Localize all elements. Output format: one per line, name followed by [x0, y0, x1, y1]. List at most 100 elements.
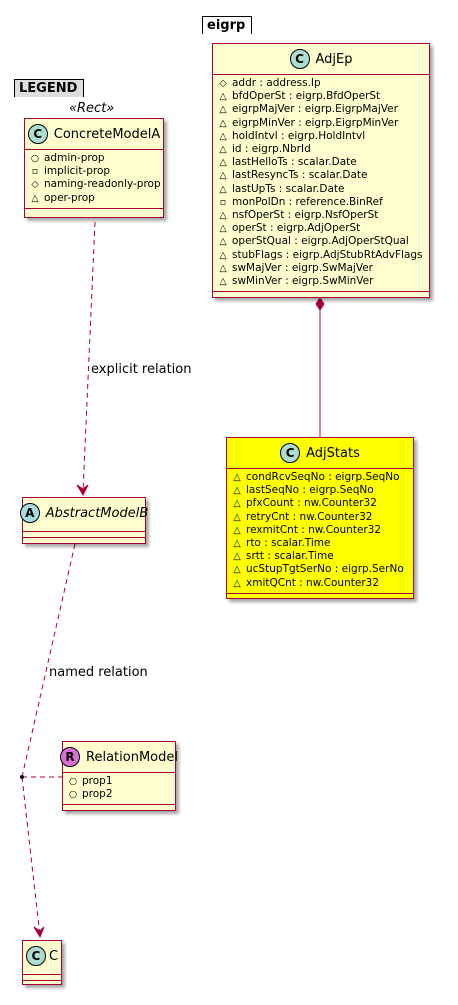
class-member: △rexmitCnt : nw.Counter32	[231, 524, 413, 537]
class-member: ▫ monPolDn : reference.BinRef	[217, 196, 429, 209]
visibility-icon: ▫	[219, 196, 227, 208]
visibility-icon: △	[233, 472, 241, 483]
visibility-icon: ○	[30, 153, 40, 164]
class-member: △ holdIntvl : eigrp.HoldIntvl	[217, 130, 429, 143]
visibility-icon: ○	[68, 776, 78, 787]
visibility-icon: △	[233, 498, 241, 510]
visibility-icon: △	[219, 223, 227, 235]
member-text: implicit-prop	[44, 165, 111, 178]
class-badge-icon: C	[280, 443, 301, 463]
member-text: pfxCount : nw.Counter32	[246, 497, 377, 510]
member-text: operStQual : eigrp.AdjOperStQual	[232, 235, 409, 248]
class-member: △ eigrpMajVer : eigrp.EigrpMajVer	[217, 103, 429, 116]
class-member: △ nsfOperSt : eigrp.NsfOperSt	[217, 209, 429, 222]
visibility-icon: △	[233, 538, 241, 550]
class-member: △lastHelloTs : scalar.Date	[217, 156, 429, 169]
class-members: ○ admin-prop▫implicit-prop◇naming-readonl…	[25, 150, 163, 208]
class-member: △ srtt : scalar.Time	[231, 550, 413, 563]
class-name: C	[48, 948, 59, 964]
class-members: △condRcvSeqNo : eigrp.SeqNo△lastSeqNo : …	[227, 469, 413, 593]
class-member: ○ prop1	[67, 775, 175, 788]
member-text: ucStupTgtSerNo : eigrp.SerNo	[246, 563, 404, 576]
visibility-icon: ○	[68, 789, 78, 801]
class-adjep[interactable]: C AdjEp ◇addr : address.Ip△bfdOperSt : e…	[212, 43, 430, 298]
visibility-icon: △	[219, 91, 227, 103]
member-text: naming-readonly-prop	[44, 178, 161, 191]
class-name: AdjEp	[315, 51, 353, 67]
class-member: ○ prop2	[67, 788, 175, 801]
abstract-badge-icon: A	[19, 503, 40, 523]
eigrp-package-tab: eigrp	[202, 16, 253, 34]
class-name: AbstractModelB	[45, 505, 149, 521]
visibility-icon: △	[233, 564, 241, 576]
member-text: nsfOperSt : eigrp.NsfOperSt	[232, 209, 379, 222]
member-text: monPolDn : reference.BinRef	[232, 195, 383, 208]
member-text: lastUpTs : scalar.Date	[232, 182, 345, 195]
class-relation-model[interactable]: R RelationModel ○ prop1 ○ prop2	[60, 741, 178, 811]
visibility-icon: △	[31, 192, 39, 204]
class-member: △ operSt : eigrp.AdjOperSt	[217, 222, 429, 235]
class-member: △ lastUpTs : scalar.Date	[217, 183, 429, 196]
member-text: lastResyncTs : scalar.Date	[232, 169, 368, 182]
class-member: △swMinVer : eigrp.SwMinVer	[217, 275, 429, 288]
member-text: addr : address.Ip	[232, 77, 321, 89]
class-badge-icon: C	[27, 124, 48, 144]
class-member: △ ucStupTgtSerNo : eigrp.SerNo	[231, 563, 413, 576]
class-c[interactable]: C C	[22, 940, 62, 985]
visibility-icon: △	[219, 130, 227, 142]
class-member: △ lastResyncTs : scalar.Date	[217, 169, 429, 182]
class-adjstats[interactable]: C AdjStats △condRcvSeqNo : eigrp.SeqNo△l…	[226, 437, 414, 599]
class-member: ◇naming-readonly-prop	[29, 178, 163, 191]
class-member: △oper-prop	[29, 192, 163, 205]
visibility-icon: △	[233, 511, 241, 523]
member-text: rto : scalar.Time	[246, 537, 331, 550]
class-member: △ operStQual : eigrp.AdjOperStQual	[217, 235, 429, 248]
member-text: srtt : scalar.Time	[246, 550, 334, 563]
class-concrete-model-a[interactable]: C ConcreteModelA ○admin-prop▫implicit-pr…	[24, 118, 164, 218]
visibility-icon: △	[219, 276, 227, 288]
visibility-icon: △	[233, 485, 241, 497]
class-abstract-model-b[interactable]: A AbstractModelB	[19, 497, 149, 544]
member-text: operSt : eigrp.AdjOperSt	[232, 222, 361, 235]
class-member: △condRcvSeqNo : eigrp.SeqNo	[231, 471, 413, 484]
class-member: △ id : eigrp.NbrId	[217, 143, 429, 156]
member-text: id : eigrp.NbrId	[232, 143, 311, 156]
visibility-icon: △	[219, 157, 227, 169]
named-relation-arrowhead	[33, 926, 45, 939]
class-member: △ lastSeqNo : eigrp.SeqNo	[231, 484, 413, 497]
explicit-relation-arrowhead	[76, 484, 89, 497]
class-member: △ pfxCount : nw.Counter32	[231, 497, 413, 510]
member-text: eigrpMajVer : eigrp.EigrpMajVer	[232, 103, 398, 116]
class-member: ○ admin-prop	[29, 152, 163, 165]
visibility-icon: △	[219, 183, 227, 195]
member-text: swMajVer : eigrp.SwMajVer	[232, 261, 373, 274]
named-relation-line-1	[21, 543, 76, 778]
class-member: △eigrpMinVer : eigrp.EigrpMinVer	[217, 117, 429, 130]
member-text: holdIntvl : eigrp.HoldIntvl	[232, 129, 366, 142]
class-members: ◇addr : address.Ip△bfdOperSt : eigrp.Bfd…	[213, 75, 429, 291]
class-name: RelationModel	[86, 749, 178, 765]
class-member: ▫implicit-prop	[29, 165, 163, 178]
member-text: admin-prop	[44, 152, 105, 164]
member-text: bfdOperSt : eigrp.BfdOperSt	[232, 90, 381, 103]
visibility-icon: △	[233, 551, 241, 563]
member-text: prop2	[82, 788, 113, 801]
visibility-icon: △	[219, 104, 227, 116]
member-text: xmitQCnt : nw.Counter32	[246, 576, 379, 589]
member-text: prop1	[82, 775, 113, 787]
member-text: lastSeqNo : eigrp.SeqNo	[246, 484, 374, 497]
visibility-icon: △	[233, 577, 241, 589]
relation-badge-icon: R	[60, 747, 81, 767]
visibility-icon: △	[219, 170, 227, 182]
class-member: ◇addr : address.Ip	[217, 77, 429, 90]
class-name: AdjStats	[306, 445, 360, 461]
member-text: stubFlags : eigrp.AdjStubRtAdvFlags	[232, 248, 423, 261]
visibility-icon: △	[219, 236, 227, 248]
relation-junction-dot	[20, 775, 24, 779]
class-member: △ bfdOperSt : eigrp.BfdOperSt	[217, 90, 429, 103]
named-relation-label: named relation	[49, 665, 148, 680]
visibility-icon: △	[219, 144, 227, 156]
visibility-icon: △	[219, 210, 227, 222]
visibility-icon: △	[233, 524, 241, 536]
